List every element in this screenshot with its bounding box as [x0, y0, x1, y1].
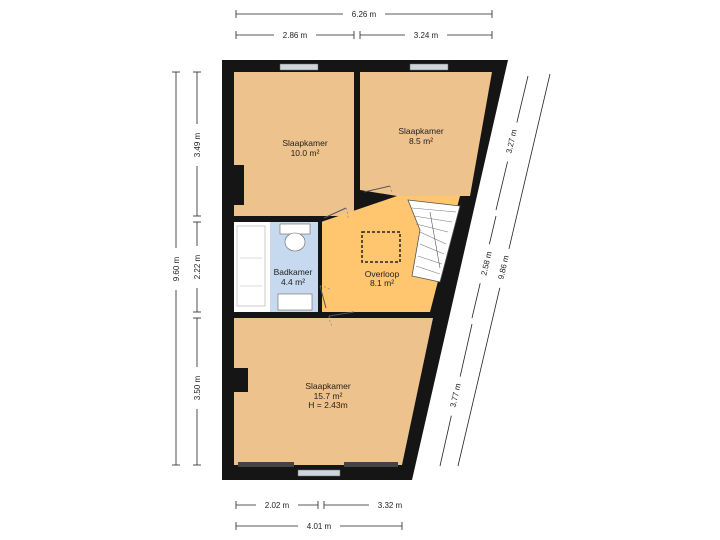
svg-text:2.02 m: 2.02 m [265, 501, 290, 510]
dim-left-total: 9.60 m [170, 71, 182, 466]
bedroom-a-name: Slaapkamer [282, 138, 328, 148]
svg-text:3.24 m: 3.24 m [414, 31, 439, 40]
dim-bottom-total: 4.01 m [235, 521, 403, 531]
bedroom-c-name: Slaapkamer [305, 381, 351, 391]
svg-text:2.22 m: 2.22 m [193, 254, 202, 279]
wall-upper-horizontal [234, 216, 322, 222]
shower-icon [236, 225, 266, 307]
bathroom-name: Badkamer [274, 267, 313, 277]
bathroom-floor[interactable] [270, 222, 321, 312]
svg-text:6.26 m: 6.26 m [352, 10, 377, 19]
bedroom-b-name: Slaapkamer [398, 126, 444, 136]
sink-icon [277, 293, 313, 311]
bedroom-c-floor[interactable] [234, 318, 433, 465]
dim-diag-lower: 3.77 m [439, 323, 473, 467]
dim-left-upper: 3.49 m [191, 71, 203, 217]
bedroom-b-floor[interactable] [360, 72, 492, 196]
dim-top-right: 3.24 m [359, 30, 493, 40]
window-bottom-left-sill [238, 462, 294, 467]
door-bathroom[interactable] [319, 285, 332, 309]
landing-name: Overloop [365, 269, 400, 279]
bedroom-a-floor[interactable] [234, 72, 354, 216]
door-bedroom-c[interactable] [328, 311, 355, 327]
chimney-upper [234, 165, 244, 205]
svg-text:9.60 m: 9.60 m [172, 256, 181, 281]
chimney-lower [234, 368, 248, 392]
window-top-left [279, 63, 319, 71]
dim-top-left: 2.86 m [235, 30, 355, 40]
svg-text:4.01 m: 4.01 m [307, 522, 332, 531]
dim-diag-upper: 3.27 m [495, 75, 529, 211]
bathroom-area: 4.4 m² [281, 277, 305, 287]
bedroom-b-area: 8.5 m² [409, 136, 433, 146]
bedroom-a-area: 10.0 m² [291, 148, 320, 158]
bedroom-c-area: 15.7 m² [314, 391, 343, 401]
window-bottom [297, 469, 341, 477]
door-bedroom-b[interactable] [363, 185, 393, 195]
svg-text:3.50 m: 3.50 m [193, 375, 202, 400]
staircase [407, 199, 461, 283]
window-top-right [409, 63, 449, 71]
wall-landing-divider [318, 222, 322, 318]
dim-bottom-right: 3.32 m [323, 500, 411, 510]
door-bedroom-a[interactable] [323, 207, 349, 220]
toilet-icon [279, 223, 311, 252]
dim-left-middle: 2.22 m [191, 221, 203, 313]
dim-left-lower: 3.50 m [191, 317, 203, 466]
svg-text:3.32 m: 3.32 m [378, 501, 403, 510]
bedroom-c-height: H = 2.43m [308, 400, 347, 410]
svg-text:2.86 m: 2.86 m [283, 31, 308, 40]
dim-top-total: 6.26 m [235, 9, 493, 19]
svg-text:3.49 m: 3.49 m [193, 132, 202, 157]
dim-bottom-left: 2.02 m [235, 500, 319, 510]
wall-bedroom-divider [354, 72, 360, 196]
dim-diag-total: 9.86 m [457, 73, 551, 467]
dim-diag-middle: 2.58 m [471, 215, 497, 319]
window-bottom-right-sill [344, 462, 398, 467]
attic-hatch [361, 231, 401, 263]
landing-area: 8.1 m² [370, 278, 394, 288]
